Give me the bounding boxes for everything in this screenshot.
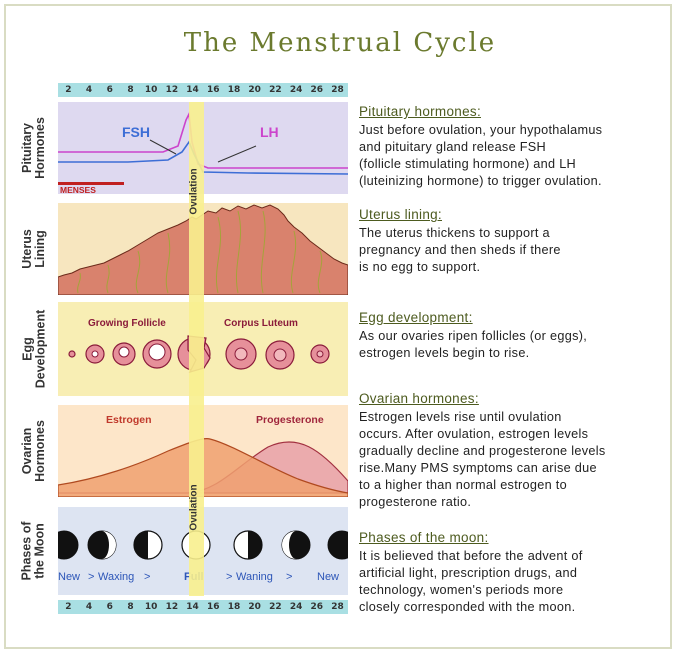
desc-pituitary-body: Just before ovulation, your hypothalamus… [359,123,603,188]
ovulation-band [189,102,204,596]
desc-uterus: Uterus lining: The uterus thickens to su… [359,207,671,276]
day-tick: 26 [310,85,324,95]
ovulation-label-top: Ovulation [188,168,200,215]
corpus-luteum-label: Corpus Luteum [224,318,298,329]
day-tick: 12 [165,85,179,95]
phase-arrow-2: > [144,571,150,583]
desc-moon-body: It is believed that before the advent of… [359,549,583,614]
day-tick: 18 [227,602,241,612]
day-tick: 10 [144,602,158,612]
desc-ovarian-body: Estrogen levels rise until ovulation occ… [359,410,606,509]
day-tick: 12 [165,602,179,612]
day-tick: 22 [269,602,282,612]
phase-waxing: Waxing [98,571,134,583]
fsh-label: FSH [122,124,150,140]
menses-bar [58,182,124,185]
fsh-pointer [149,139,177,155]
follicle-1 [68,350,76,358]
page-title: The Menstrual Cycle [183,28,497,58]
menses-label: MENSES [60,185,96,194]
moon-new-2 [327,530,348,560]
day-tick: 2 [65,602,72,612]
day-tick: 16 [207,602,220,612]
day-tick: 20 [248,602,261,612]
desc-ovarian: Ovarian hormones: Estrogen levels rise u… [359,391,671,511]
day-tick: 28 [331,85,344,95]
day-tick: 24 [289,85,303,95]
desc-uterus-body: The uterus thickens to support a pregnan… [359,226,561,274]
day-tick: 24 [289,602,303,612]
day-tick: 28 [331,602,344,612]
day-tick: 6 [106,85,113,95]
day-tick: 8 [127,85,134,95]
lh-label: LH [260,124,279,140]
moon-new-1 [58,530,79,560]
desc-pituitary: Pituitary hormones: Just before ovulatio… [359,104,671,190]
day-tick: 6 [106,602,113,612]
day-tick: 8 [127,602,134,612]
day-tick: 14 [186,602,199,612]
estrogen-label: Estrogen [106,414,152,426]
day-tick: 4 [85,85,93,95]
desc-moon-heading: Phases of the moon: [359,530,489,545]
progesterone-label: Progesterone [256,414,324,426]
day-tick: 20 [248,85,261,95]
day-tick: 10 [144,85,158,95]
day-tick: 2 [65,85,72,95]
desc-egg-body: As our ovaries ripen follicles (or eggs)… [359,329,588,360]
day-tick: 4 [85,602,93,612]
phase-new-2: New [317,571,339,583]
phase-waning: Waning [236,571,273,583]
day-tick: 16 [207,85,220,95]
desc-egg: Egg development: As our ovaries ripen fo… [359,310,671,362]
desc-moon: Phases of the moon: It is believed that … [359,530,671,616]
day-tick: 22 [269,85,282,95]
day-tick: 26 [310,602,324,612]
lh-pointer [217,145,257,163]
day-tick: 14 [186,85,199,95]
desc-uterus-heading: Uterus lining: [359,207,442,222]
phase-arrow-1: > [88,571,94,583]
desc-egg-heading: Egg development: [359,310,473,325]
phase-arrow-3: > [226,571,232,583]
ovulation-label-bottom: Ovulation [188,484,200,531]
desc-ovarian-heading: Ovarian hormones: [359,391,479,406]
desc-pituitary-heading: Pituitary hormones: [359,104,481,119]
day-tick: 18 [227,85,241,95]
phase-arrow-4: > [286,571,292,583]
growing-follicle-label: Growing Follicle [88,318,166,329]
phase-new-1: New [58,571,80,583]
